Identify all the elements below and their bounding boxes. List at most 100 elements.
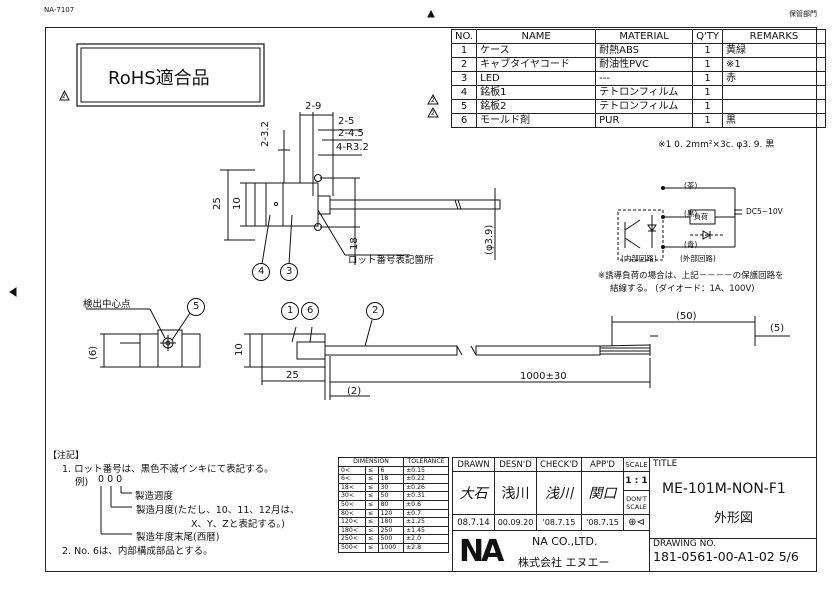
wire-black: (黒)	[684, 209, 698, 218]
signature-desnd: 浅川	[494, 471, 537, 515]
dim-label: 2-5	[338, 116, 355, 127]
table-cell: 18	[377, 474, 404, 484]
revision-mark: 2	[62, 93, 66, 100]
table-cell: 1	[692, 99, 723, 114]
table-row: 80<≤120±0.7	[338, 508, 449, 519]
dim-label: 18	[349, 237, 360, 250]
note-example-code: 0 0 0	[98, 474, 123, 485]
title-label: TITLE	[653, 459, 678, 469]
dim-label: 2-4.5	[338, 128, 364, 139]
wire-blue: (青)	[684, 240, 698, 249]
rev-4: 2	[431, 97, 435, 104]
load-label: 負荷	[694, 213, 708, 221]
title-cell: TITLE	[649, 457, 817, 539]
dim-label: 10	[232, 197, 243, 210]
center-mark-top-icon	[427, 9, 435, 18]
header-label: 保管部門	[789, 10, 817, 18]
note-week: 製造週度	[135, 491, 174, 502]
company-jp: 株式会社 エヌエー	[518, 556, 610, 569]
table-row: 500<≤1000±2.8	[338, 542, 449, 553]
signature-appd: 関口	[581, 471, 624, 515]
table-row: 250<≤500±2.0	[338, 534, 449, 544]
table-cell: ±0.7	[403, 508, 449, 519]
dim-label: 25	[286, 370, 299, 381]
balloon-2: 2	[372, 305, 379, 316]
col-material: MATERIAL	[595, 29, 694, 44]
table-cell: ≤	[365, 474, 379, 484]
projection-symbol-icon: ⊕⊲	[623, 514, 650, 531]
table-cell: ±1.45	[403, 525, 449, 536]
table-cell: ※1	[721, 57, 826, 72]
date-appd: '08.7.15	[581, 514, 624, 531]
table-cell: ±0.26	[403, 482, 449, 493]
table-cell: 180<	[338, 525, 366, 536]
table-cell: 6<	[338, 474, 366, 484]
table-cell: 250	[377, 525, 404, 536]
company-en: NA CO.,LTD.	[532, 535, 598, 548]
table-cell: 銘板2	[476, 99, 597, 114]
table-cell: 120<	[338, 517, 366, 527]
table-cell: ≤	[365, 534, 379, 544]
table-row: 6<≤18±0.22	[338, 474, 449, 484]
table-cell: キャブタイヤコード	[476, 57, 597, 72]
dim-label: (50)	[676, 311, 697, 322]
table-cell: ≤	[365, 508, 379, 519]
lot-note: ロット番号表記箇所	[348, 255, 434, 266]
circuit-note-1: ※誘導負荷の場合は、上記－－－－の保護回路を	[598, 271, 784, 281]
balloon-6: 6	[307, 305, 314, 316]
drawing-no-cell: DRAWING NO. 181-0561-00-A1-02 5/6	[649, 538, 817, 572]
note-month-2: X、Y、Zと表記する。)	[191, 519, 285, 530]
table-cell: ±0.15	[403, 465, 449, 476]
table-cell: 銘板1	[476, 85, 597, 100]
note-1: 1. ロット番号は、黒色不滅インキにて表記する。	[62, 464, 274, 475]
balloon-4: 4	[258, 266, 265, 277]
table-row: 18<≤30±0.26	[338, 482, 449, 493]
table-cell: ≤	[365, 465, 379, 476]
table-cell: 黄緑	[721, 43, 826, 58]
table-cell: 500<	[338, 542, 366, 553]
external-circuit-label: (外部回路)	[680, 254, 716, 263]
table-cell: 1	[692, 85, 723, 100]
rev-5: 2	[431, 110, 435, 117]
table-cell: ≤	[365, 491, 379, 501]
table-cell: TOLERANCE	[403, 457, 449, 467]
appd-header: APP'D	[581, 457, 624, 472]
table-cell: 6	[450, 113, 478, 128]
center-mark-left-icon	[9, 287, 17, 297]
cable-footnote: ※1 0. 2mm²×3c. φ3. 9. 黒	[658, 140, 775, 150]
signature-checkd: 浅川	[536, 471, 582, 515]
dim-label: 2-9	[305, 101, 322, 112]
dim-label: (5)	[770, 323, 785, 334]
table-cell	[721, 85, 826, 100]
drawn-header: DRAWN	[452, 457, 495, 472]
table-cell: 耐熱ABS	[595, 43, 694, 58]
table-row: 180<≤250±1.45	[338, 525, 449, 536]
table-cell: ≤	[365, 482, 379, 493]
balloon-5: 5	[193, 301, 200, 312]
table-cell: 1	[692, 57, 723, 72]
table-cell: 18<	[338, 482, 366, 493]
dim-label: (2)	[347, 386, 362, 397]
dont-scale: DON'T SCALE	[623, 490, 650, 515]
dim-label: 1000±30	[520, 371, 567, 382]
drawing-no-label: DRAWING NO.	[653, 539, 716, 549]
table-cell: ≤	[365, 499, 379, 510]
drawing-title: ME-101M-NON-F1	[662, 481, 786, 497]
date-drawn: 08.7.14	[452, 514, 495, 531]
wire-brown: (茶)	[684, 181, 698, 190]
table-cell: 1000	[377, 542, 404, 553]
signature-drawn: 大石	[452, 471, 495, 515]
table-cell: PUR	[595, 113, 694, 128]
table-cell: LED	[476, 71, 597, 86]
balloon-3: 3	[286, 266, 293, 277]
company-cell: NA	[452, 530, 650, 572]
table-cell: ±1.25	[403, 517, 449, 527]
table-row: 30<≤50±0.31	[338, 491, 449, 501]
table-cell: 1	[450, 43, 478, 58]
